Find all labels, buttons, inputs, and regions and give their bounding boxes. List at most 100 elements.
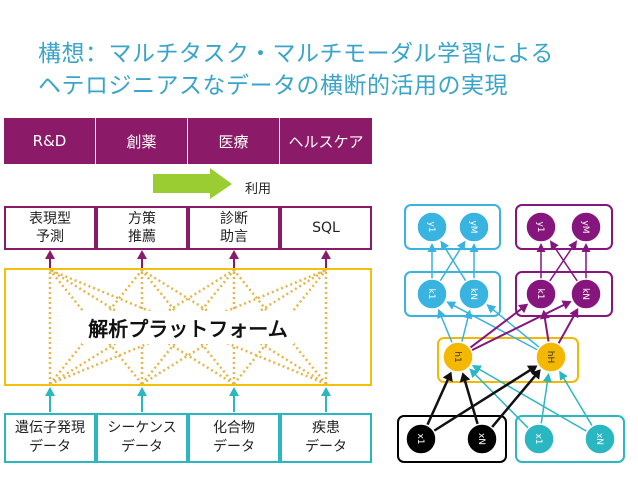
input-a-node — [405, 423, 437, 455]
edge-task-b-to-output-head — [581, 243, 591, 252]
task-a-node — [458, 278, 490, 310]
edge-task-a-to-output-head — [440, 240, 450, 251]
edge-shared-to-task-b-head — [561, 300, 572, 310]
edge-input-a-to-shared — [462, 376, 479, 425]
task-b-node — [570, 278, 602, 310]
data-arrow-head — [229, 387, 239, 396]
edge-input-b-to-shared — [472, 371, 529, 429]
output-a-node-label: y1 — [426, 221, 436, 232]
platform-dotted-line — [49, 268, 235, 386]
edge-input-a-to-shared-head — [459, 372, 471, 383]
platform-dotted-line — [49, 268, 235, 386]
input-a-node-label: xN — [476, 433, 486, 445]
edge-task-b-to-output — [548, 244, 575, 282]
edge-shared-to-task-a — [439, 313, 453, 344]
title-line-2: ヘテロジニアスなデータの横断的活用の実現 — [38, 73, 508, 99]
input-b-node-label: x1 — [533, 433, 543, 444]
edge-shared-to-task-a-head — [463, 309, 473, 320]
edge-input-a-to-shared-head — [526, 365, 538, 375]
edge-task-b-to-output-head — [549, 240, 559, 251]
task-group-b-frame — [515, 271, 613, 317]
platform-label: 解析プラットフォーム — [82, 310, 294, 344]
function-arrow-head — [137, 250, 147, 259]
edge-input-a-to-shared — [490, 372, 539, 429]
edge-shared-to-task-a-head — [486, 304, 497, 314]
edge-shared-to-task-a-head — [437, 308, 446, 319]
data-compound: 化合物 データ — [188, 413, 280, 463]
task-group-a-frame — [404, 271, 501, 317]
data-arrows — [45, 387, 331, 412]
edge-shared-to-task-b — [471, 302, 568, 352]
output-b-node-label: y1 — [535, 221, 545, 232]
function-arrow-head — [229, 250, 239, 259]
task-a-node-label: k1 — [426, 289, 436, 300]
function-arrow-head — [45, 250, 55, 259]
edge-shared-to-task-a-head — [446, 301, 457, 310]
shared-node-label: hH — [545, 351, 555, 363]
edge-input-a-to-shared — [426, 375, 451, 426]
input-group-b-frame — [515, 415, 625, 463]
page-title: 構想：マルチタスク・マルチモーダル学習による ヘテロジニアスなデータの横断的活用… — [38, 38, 628, 102]
input-a-node — [466, 423, 498, 455]
edge-input-b-to-shared-head — [559, 370, 568, 381]
output-b-node — [525, 211, 557, 243]
output-a-node — [458, 211, 490, 243]
task-a-node-label: kN — [468, 288, 478, 300]
output-group-b-frame — [515, 204, 613, 250]
function-policy-recommendation: 方策 推薦 — [96, 206, 188, 250]
data-arrow-head — [137, 387, 147, 396]
shared-node-label: h1 — [452, 351, 462, 362]
output-a-node — [416, 211, 448, 243]
task-b-node-label: k1 — [535, 289, 545, 300]
edge-shared-to-task-b-head — [539, 309, 550, 320]
edge-input-b-to-shared-head — [469, 368, 479, 378]
function-arrows — [45, 250, 331, 268]
edge-shared-to-task-b — [543, 314, 550, 343]
input-group-a-frame — [397, 415, 507, 463]
edge-shared-to-task-a — [460, 314, 470, 343]
edge-input-b-to-shared — [561, 374, 593, 427]
edge-input-a-to-shared-head — [530, 369, 541, 380]
domain-rnd: R&D — [4, 118, 96, 164]
task-b-node — [525, 278, 557, 310]
data-disease: 疾患 データ — [280, 413, 372, 463]
edge-shared-to-task-a — [450, 303, 539, 351]
edge-input-b-to-shared-head — [542, 372, 552, 383]
data-arrow-head — [321, 387, 331, 396]
shared-node — [535, 341, 567, 373]
platform-dotted-line — [141, 268, 327, 386]
input-b-node — [584, 423, 616, 455]
edge-input-b-to-shared — [540, 377, 549, 425]
use-arrow — [153, 168, 232, 199]
edge-task-a-to-output — [439, 244, 464, 282]
edge-task-b-to-output — [552, 244, 579, 282]
input-a-node-label: x1 — [415, 433, 425, 444]
output-group-a-frame — [404, 204, 501, 250]
platform-dotted-line — [141, 268, 327, 386]
edge-shared-to-task-b-head — [569, 307, 579, 319]
function-phenotype-prediction: 表現型 予測 — [4, 206, 96, 250]
function-sql: SQL — [280, 206, 372, 250]
input-b-node-label: xN — [594, 433, 604, 445]
data-sequence: シーケンス データ — [96, 413, 188, 463]
edge-task-a-to-output-head — [469, 243, 479, 252]
edge-task-a-to-output-head — [456, 240, 466, 251]
output-b-node-label: yM — [580, 220, 590, 233]
output-b-node — [570, 211, 602, 243]
domain-drug-discovery: 創薬 — [96, 118, 188, 164]
title-line-1: 構想：マルチタスク・マルチモーダル学習による — [38, 41, 554, 67]
edge-shared-to-task-b — [469, 305, 525, 349]
shared-node — [442, 341, 474, 373]
edge-task-b-to-output-head — [568, 240, 578, 251]
edge-input-a-to-shared-head — [442, 371, 453, 383]
edge-input-b-to-shared — [475, 366, 588, 433]
use-label: 利用 — [245, 182, 272, 197]
output-a-node-label: yM — [468, 220, 478, 233]
edge-input-a-to-shared — [433, 367, 534, 433]
edge-shared-to-task-b — [557, 311, 577, 345]
edge-shared-to-task-b-head — [518, 303, 529, 314]
domain-healthcare: ヘルスケア — [280, 118, 372, 164]
edge-task-a-to-output-head — [427, 243, 437, 252]
